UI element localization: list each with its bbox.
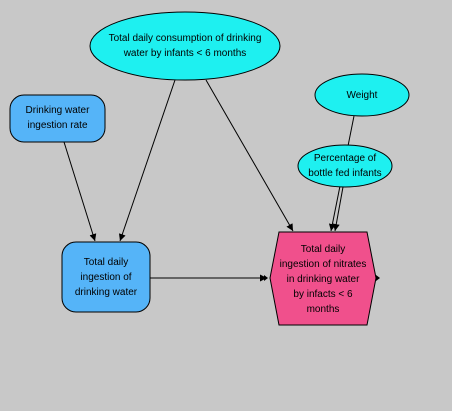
node-percentage-bottle-fed[interactable]	[297, 144, 393, 188]
edge-rate-to-water	[63, 141, 97, 242]
node-total-ingestion-nitrates[interactable]	[269, 231, 377, 326]
node-ingestion-rate[interactable]	[9, 94, 106, 143]
edge-consumption-to-water	[118, 79, 176, 242]
node-consumption-infants[interactable]	[89, 11, 281, 81]
edge-consumption-to-nitrates	[205, 79, 294, 232]
node-weight[interactable]	[314, 73, 410, 117]
hexagon-port-right	[376, 275, 380, 281]
node-total-ingestion-water[interactable]	[61, 241, 151, 313]
hexagon-port-left	[264, 275, 268, 281]
edge-pct-to-nitrates	[332, 186, 344, 232]
